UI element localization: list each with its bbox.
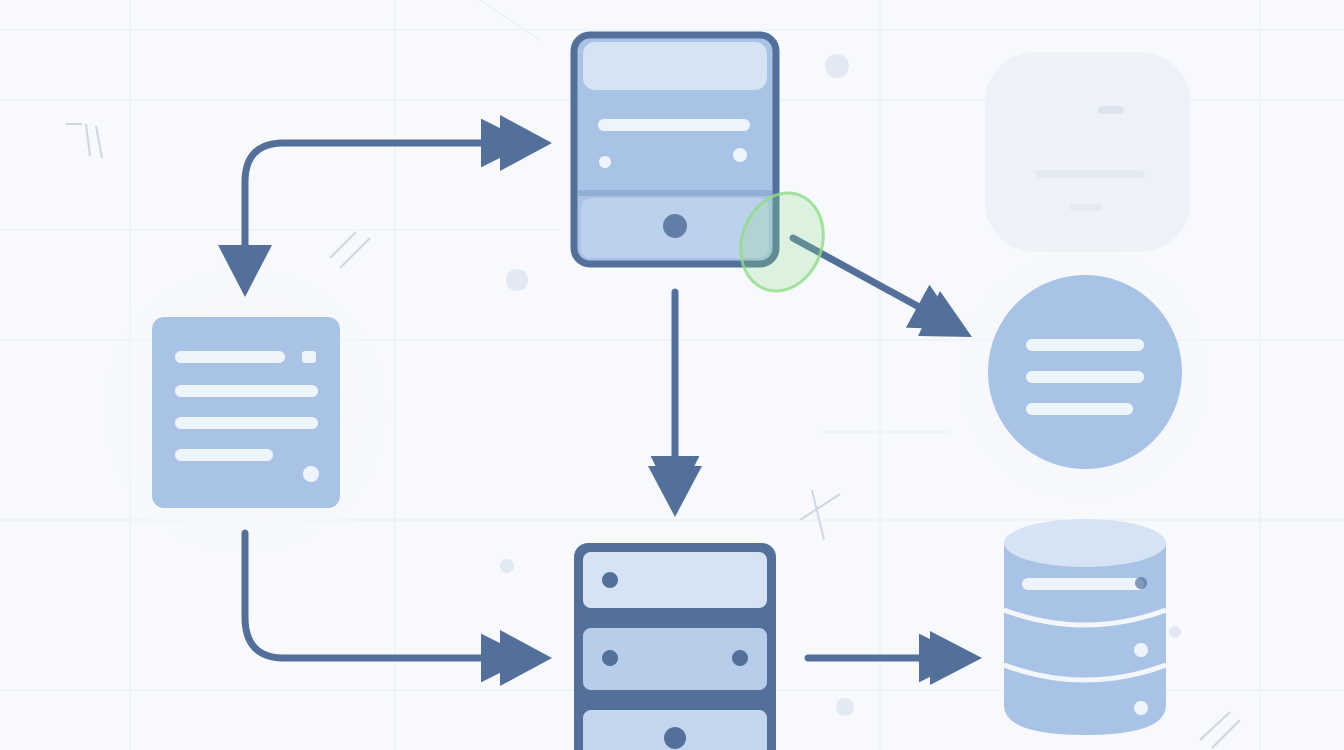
ghost-panel: [985, 52, 1190, 252]
device-text-line: [598, 119, 750, 131]
faded-card-icon: [985, 52, 1190, 252]
decorative-marks: [66, 123, 1241, 749]
connector-document-to-device: [241, 118, 530, 272]
server-unit: [583, 552, 767, 608]
arrow-diagonal-icon: [918, 291, 972, 337]
database-node: [1003, 519, 1167, 735]
device-home-button: [663, 214, 687, 238]
green-highlight-ring-icon: [739, 191, 825, 293]
arrow-down-icon: [218, 245, 272, 297]
server-rack-node: [574, 543, 776, 750]
client-device-node: [570, 31, 780, 268]
device-indicator-dot: [733, 148, 747, 162]
arrow-right-icon: [500, 630, 552, 686]
connector-document-to-server: [241, 529, 530, 683]
server-unit: [583, 628, 767, 690]
message-circle-node: [988, 275, 1182, 469]
arrow-down-icon: [648, 466, 702, 517]
document-node: [152, 317, 340, 508]
database-icon: [1004, 543, 1166, 735]
device-indicator-dot: [599, 156, 611, 168]
decorative-dots: [500, 54, 1181, 716]
arrow-right-icon: [930, 631, 982, 685]
highlight-marker: [739, 191, 825, 293]
arrow-heads: [218, 115, 982, 686]
arrow-right-icon: [500, 115, 552, 171]
